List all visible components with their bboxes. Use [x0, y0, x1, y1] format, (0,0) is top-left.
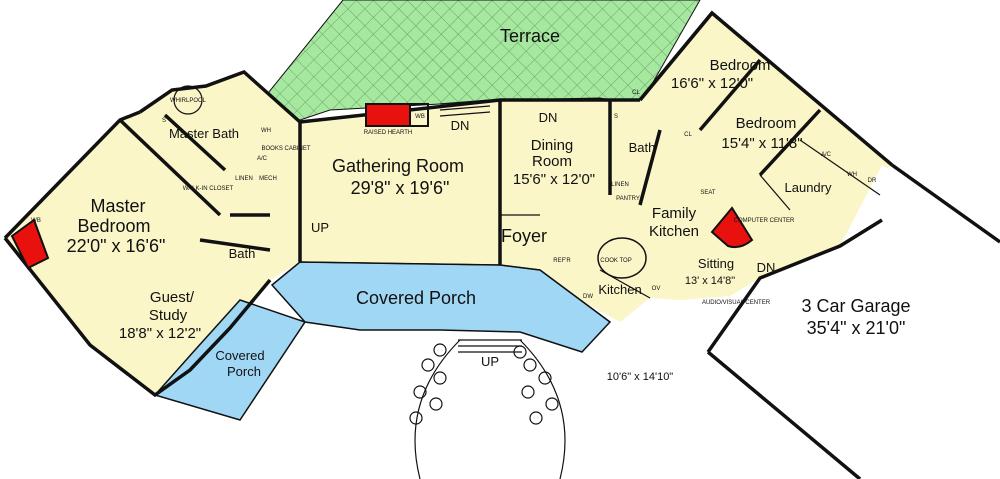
dining-room-size: 15'6" x 12'0" [513, 171, 595, 188]
covered-porch-small-line2: Porch [227, 364, 261, 379]
books-cabinet-label: BOOKS CABINET [261, 146, 310, 152]
bedroom2-name: Bedroom [736, 115, 797, 132]
kitchen-name: Kitchen [598, 282, 641, 297]
covered-porch-small-line1: Covered [215, 348, 264, 363]
stairs-porch [458, 339, 522, 353]
ac2-label: A/C [821, 152, 832, 158]
family-kitchen-line1: Family [652, 205, 697, 222]
dn-dining: DN [539, 110, 558, 125]
whirlpool-tub [173, 85, 203, 115]
pantry-label: PANTRY [616, 196, 640, 202]
house-floor [5, 13, 908, 395]
hearth-box [365, 103, 429, 127]
linen-label: LINEN [235, 176, 253, 182]
dining-room-line1: Dining [531, 137, 574, 154]
terrace-label: Terrace [500, 26, 560, 46]
dining-room-line2: Room [532, 153, 572, 170]
master-bath-label: Master Bath [169, 126, 239, 141]
ac-label: A/C [257, 156, 268, 162]
up-porch: UP [481, 354, 499, 369]
mech-label: MECH [259, 176, 277, 182]
wh-label: WH [261, 128, 271, 134]
bedroom1-name: Bedroom [710, 57, 771, 74]
foyer-label: Foyer [501, 226, 547, 246]
walkway-right [519, 339, 566, 479]
garage-area [708, 165, 1000, 479]
family-kitchen-line2: Kitchen [649, 223, 699, 240]
cook-top-island [597, 237, 647, 279]
wb-label: WB [415, 114, 425, 120]
gathering-room-size: 29'8" x 19'6" [351, 178, 450, 198]
up-master: UP [311, 220, 329, 235]
dn-gathering: DN [451, 118, 470, 133]
bath-label: Bath [629, 140, 656, 155]
s2-label: S [162, 118, 166, 124]
guest-study-line1: Guest/ [150, 289, 195, 306]
dn-sitting: DN [757, 260, 776, 275]
gathering-fireplace [365, 103, 411, 127]
kitchen-size: 10'6" x 14'10" [607, 371, 674, 383]
whirlpool-label: WHIRLPOOL [170, 98, 207, 104]
gathering-room-label: Gathering Room [332, 156, 464, 176]
cook-top-label: COOK TOP [600, 258, 631, 264]
guest-study-size: 18'8" x 12'2" [119, 325, 201, 342]
master-bedroom-size: 22'0" x 16'6" [67, 236, 166, 256]
refr-label: REF'R [553, 258, 571, 264]
master-bedroom-line1: Master [90, 196, 145, 216]
sitting-size: 13' x 14'8" [685, 275, 735, 287]
dr-label: DR [868, 178, 877, 184]
outer-walls [3, 10, 1000, 479]
raised-hearth-label: RAISED HEARTH [364, 130, 413, 136]
audio-visual-label: AUDIO/VISUAL CENTER [702, 300, 771, 306]
wb2-label: WB [31, 218, 41, 224]
cl-label: CL [632, 90, 640, 96]
walk-in-closet-label: WALK-IN CLOSET [183, 186, 234, 192]
covered-porch-small-area [153, 299, 307, 421]
cl2-label: CL [684, 132, 692, 138]
wh2-label: WH [847, 172, 857, 178]
s-label: S [614, 114, 618, 120]
seat-label: SEAT [700, 190, 716, 196]
bedroom2-size: 15'4" x 11'8" [721, 135, 802, 152]
dw-label: DW [583, 294, 593, 300]
kitchen-fireplace [710, 206, 754, 249]
garage-size: 35'4" x 21'0" [807, 318, 906, 338]
ov-label: OV [652, 286, 661, 292]
shrubs [409, 343, 559, 425]
guest-study-line2: Study [149, 307, 188, 324]
master-bedroom-line2: Bedroom [77, 216, 150, 236]
bedroom1-size: 16'6" x 12'0" [671, 75, 753, 92]
garage-name: 3 Car Garage [801, 296, 910, 316]
computer-center-label: COMPUTER CENTER [734, 218, 795, 224]
master-fireplace [10, 218, 50, 270]
laundry-label: Laundry [785, 180, 832, 195]
covered-porch-label: Covered Porch [356, 288, 476, 308]
walkway [414, 339, 461, 479]
bath2-label: Bath [229, 246, 256, 261]
sitting-name: Sitting [698, 256, 734, 271]
stairs-gathering [439, 99, 491, 117]
linen2-label: LINEN [611, 182, 629, 188]
